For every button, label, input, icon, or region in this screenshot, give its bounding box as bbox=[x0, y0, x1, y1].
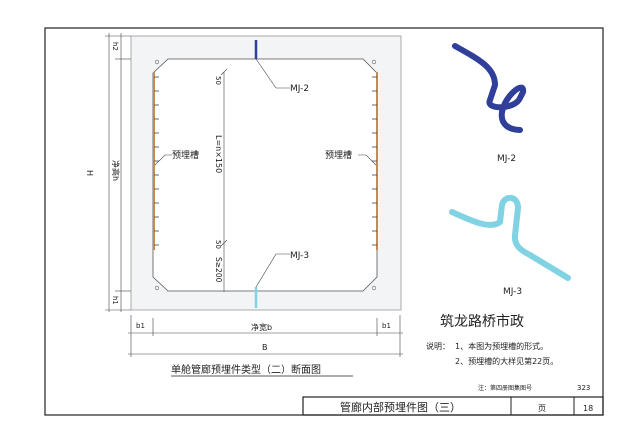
page-number: 18 bbox=[583, 404, 593, 413]
dim-L: L=n×150 bbox=[214, 135, 223, 173]
note-line-2: 2、预埋槽的大样见第22页。 bbox=[455, 356, 558, 366]
h2-label: h2 bbox=[111, 42, 119, 51]
mj3-callout: MJ-3 bbox=[290, 251, 309, 261]
B-label: B bbox=[262, 343, 268, 352]
title-block bbox=[302, 396, 604, 416]
mj3-detail bbox=[449, 194, 571, 281]
chamber-outline bbox=[152, 58, 378, 292]
bottom-dimension-lines bbox=[128, 315, 403, 357]
b1-left-label: b1 bbox=[136, 322, 145, 330]
section-caption: 单舱管廊预埋件类型（二）断面图 bbox=[171, 363, 321, 376]
groove-left-label: 预埋槽 bbox=[172, 149, 199, 161]
mj2-detail bbox=[452, 43, 526, 133]
page-label: 页 bbox=[538, 404, 546, 413]
net-height-label: 净高h bbox=[111, 160, 121, 181]
H-label: H bbox=[85, 170, 94, 176]
groove-left-leader bbox=[154, 154, 172, 166]
mj2-callout: MJ-2 bbox=[290, 84, 309, 94]
mj2-leader bbox=[255, 58, 290, 89]
watermark: 筑龙路桥市政 bbox=[440, 313, 524, 330]
small-number: 323 bbox=[577, 384, 590, 392]
note-line-1: 1、本图为预埋槽的形式。 bbox=[455, 341, 548, 351]
mj2-detail-label: MJ-2 bbox=[497, 154, 516, 164]
small-note: 注：第四册图集图号 bbox=[478, 384, 532, 392]
mj3-detail-label: MJ-3 bbox=[503, 287, 522, 297]
groove-right-label: 预埋槽 bbox=[325, 149, 352, 161]
dim-50-top: 50 bbox=[214, 76, 222, 85]
net-width-label: 净宽b bbox=[251, 322, 272, 332]
embedded-grooves bbox=[153, 72, 378, 250]
dim-50-bottom: 50 bbox=[214, 240, 222, 249]
b1-right-label: b1 bbox=[382, 322, 391, 330]
notes-heading: 说明： bbox=[426, 341, 450, 351]
h1-label: h1 bbox=[111, 296, 119, 305]
drawing-title: 管廊内部预埋件图（三） bbox=[340, 400, 461, 414]
groove-right-leader bbox=[358, 154, 377, 166]
dimension-ticks bbox=[220, 68, 228, 247]
mj3-leader bbox=[255, 253, 290, 288]
dim-S: S≥200 bbox=[214, 257, 223, 283]
anchor-holes bbox=[154, 59, 377, 291]
left-dimension-lines bbox=[105, 33, 131, 312]
